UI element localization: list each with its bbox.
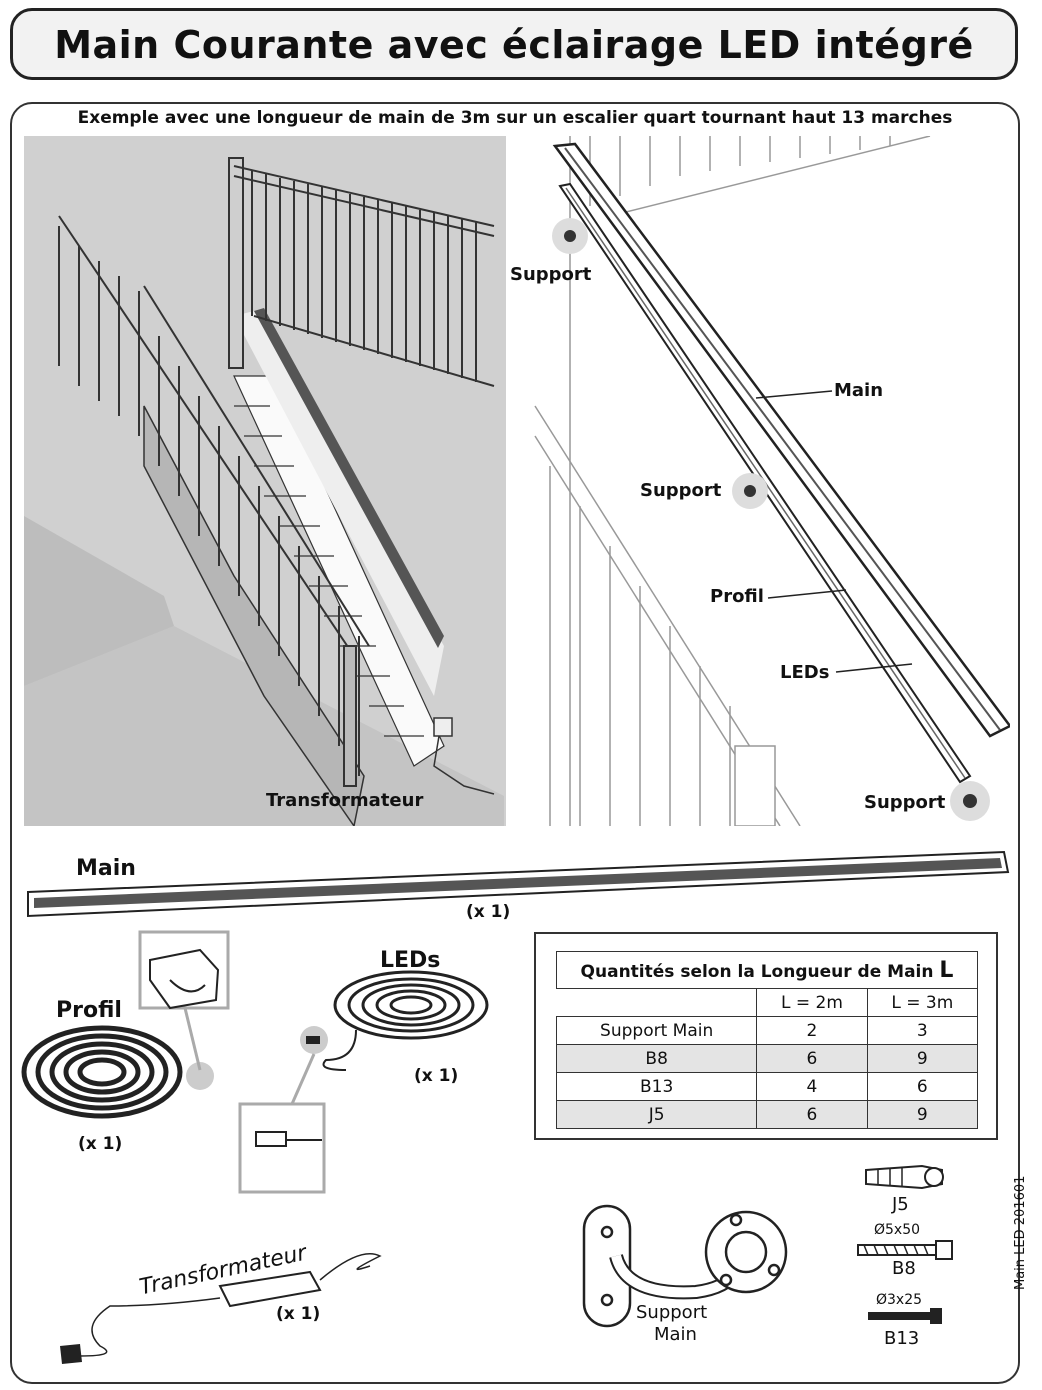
- main-part-label: Main: [76, 856, 136, 881]
- support-bottom-callout: Support: [864, 792, 946, 813]
- table-row: J5 6 9: [555, 1100, 979, 1129]
- row-name: B8: [555, 1044, 758, 1073]
- empty-header-cell: [556, 988, 758, 1017]
- row-value-2m: 2: [756, 1016, 868, 1045]
- row-value-3m: 6: [866, 1072, 979, 1101]
- row-value-3m: 3: [866, 1016, 979, 1045]
- transformer-part-qty: (x 1): [276, 1304, 321, 1324]
- transformer-icon: [60, 1252, 382, 1364]
- row-value-3m: 9: [866, 1100, 979, 1129]
- row-name: J5: [555, 1100, 758, 1129]
- wall-plug-j5-icon: [865, 1164, 944, 1190]
- b13-dimension: Ø3x25: [876, 1292, 923, 1308]
- row-name: B13: [555, 1072, 758, 1101]
- table-row: B13 4 6: [555, 1072, 979, 1101]
- b8-label: B8: [892, 1258, 916, 1279]
- profil-callout: Profil: [710, 586, 764, 607]
- support-top-callout: Support: [510, 264, 592, 285]
- row-name: Support Main: [555, 1016, 758, 1045]
- row-value-3m: 9: [866, 1044, 979, 1073]
- table-row: B8 6 9: [555, 1044, 979, 1073]
- support-bracket-icon: [582, 1204, 788, 1328]
- handrail-detail-illustration: [534, 136, 1010, 826]
- table-title: Quantités selon la Longueur de Main L: [556, 951, 978, 989]
- screw-b8-icon: [857, 1240, 953, 1260]
- profil-coil-icon: [21, 930, 230, 1119]
- content-frame: [10, 102, 1020, 1384]
- staircase-illustration: [24, 136, 506, 826]
- page-title: Main Courante avec éclairage LED intégré: [54, 23, 974, 67]
- header-3m: L = 3m: [866, 988, 979, 1017]
- b8-dimension: Ø5x50: [874, 1222, 921, 1238]
- leds-callout: LEDs: [780, 662, 830, 683]
- row-value-2m: 6: [756, 1044, 868, 1073]
- table-title-text: Quantités selon la Longueur de Main: [580, 961, 934, 982]
- main-part-qty: (x 1): [466, 902, 511, 922]
- row-value-2m: 4: [756, 1072, 868, 1101]
- support-mid-callout: Support: [640, 480, 722, 501]
- profil-part-qty: (x 1): [78, 1134, 123, 1154]
- title-banner: Main Courante avec éclairage LED intégré: [10, 8, 1018, 80]
- leds-part-label: LEDs: [380, 948, 441, 973]
- support-main-label-1: Support: [636, 1302, 708, 1323]
- leds-coil-icon: [238, 970, 489, 1194]
- subtitle: Exemple avec une longueur de main de 3m …: [77, 108, 953, 128]
- transformer-callout: Transformateur: [266, 790, 424, 811]
- screw-b13-icon: [868, 1308, 942, 1324]
- quantities-table: Quantités selon la Longueur de Main L L …: [555, 951, 979, 1129]
- header-2m: L = 2m: [756, 988, 868, 1017]
- table-row: Support Main 2 3: [555, 1016, 979, 1045]
- b13-label: B13: [884, 1328, 920, 1349]
- leds-part-qty: (x 1): [414, 1066, 459, 1086]
- reference-code: Main LED 201601: [1013, 1175, 1028, 1290]
- main-callout: Main: [834, 380, 884, 401]
- support-main-label-2: Main: [654, 1324, 697, 1345]
- table-title-var: L: [939, 957, 954, 983]
- j5-label: J5: [892, 1194, 909, 1215]
- profil-part-label: Profil: [56, 998, 122, 1023]
- handrail-bar-part: [27, 850, 1010, 918]
- row-value-2m: 6: [756, 1100, 868, 1129]
- table-frame: [534, 932, 998, 1140]
